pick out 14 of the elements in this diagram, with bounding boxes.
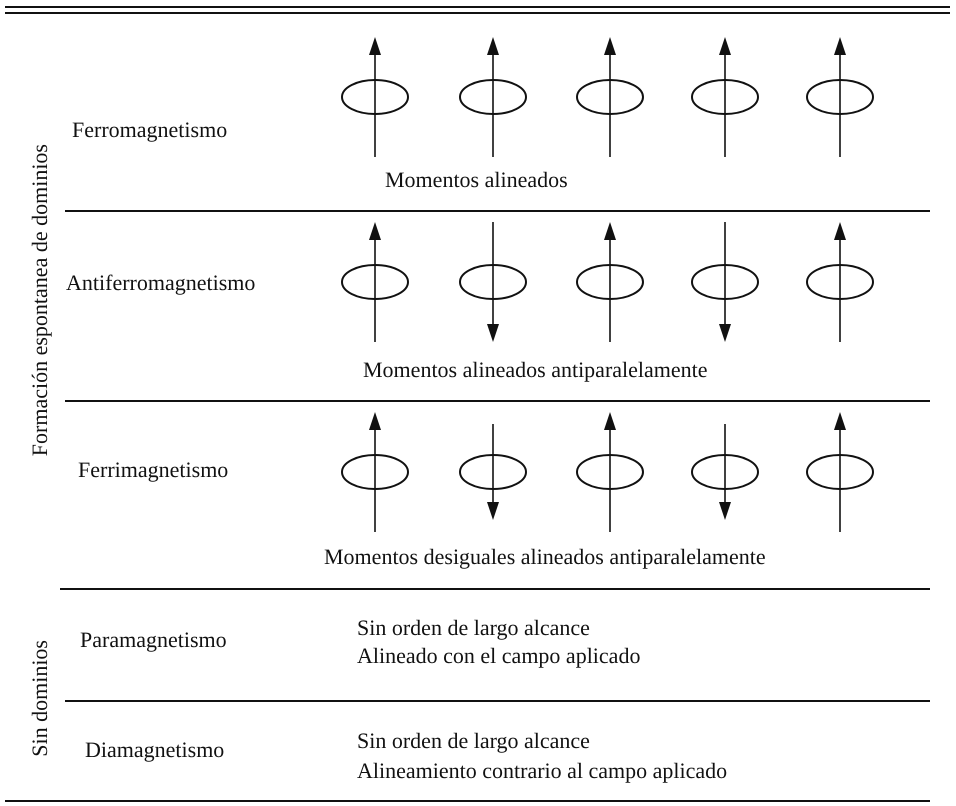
- row-label: Ferromagnetismo: [72, 117, 228, 143]
- description-text: Alineamiento contrario al campo aplicado: [357, 758, 728, 784]
- description-text: Sin orden de largo alcance: [357, 615, 590, 641]
- row-label: Diamagnetismo: [85, 737, 224, 763]
- description-text: Momentos alineados antiparalelamente: [363, 357, 708, 383]
- description-text: Momentos alineados: [385, 167, 568, 193]
- group-label: Formación espontanea de dominios: [27, 144, 53, 456]
- row-label: Ferrimagnetismo: [78, 457, 228, 483]
- description-text: Sin orden de largo alcance: [357, 728, 590, 754]
- row-label: Antiferromagnetismo: [66, 270, 256, 296]
- description-text: Alineado con el campo aplicado: [357, 643, 640, 669]
- group-label: Sin dominios: [27, 640, 53, 756]
- description-text: Momentos desiguales alineados antiparalelamente: [324, 544, 766, 570]
- row-label: Paramagnetismo: [80, 627, 227, 653]
